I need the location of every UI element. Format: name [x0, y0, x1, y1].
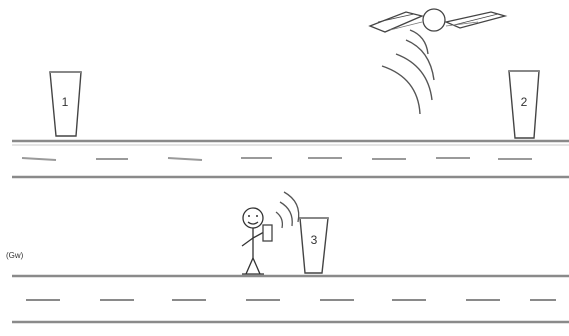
- person-leg-left: [246, 258, 253, 274]
- person-head: [243, 208, 263, 228]
- person-arm-left: [242, 238, 253, 246]
- satellite-left-panel: [370, 12, 422, 32]
- phone-icon: [263, 225, 272, 241]
- person-eye: [248, 215, 250, 217]
- signal-wave: [382, 66, 420, 114]
- bin-label-1: 1: [62, 95, 69, 109]
- road-dash: [168, 158, 202, 160]
- trash-bin-1: 1: [50, 72, 81, 136]
- bin-label-2: 2: [521, 95, 528, 109]
- bin-label-3: 3: [311, 233, 318, 247]
- satellite-icon: [370, 9, 505, 32]
- lower-road: [12, 276, 569, 322]
- person-eye: [256, 215, 258, 217]
- signal-wave: [396, 54, 432, 100]
- person-with-phone-icon: [242, 208, 272, 274]
- trash-bin-2: 2: [509, 71, 539, 138]
- person-leg-right: [253, 258, 260, 274]
- upper-road-center-dashes: [22, 158, 532, 160]
- side-label: (Gw): [6, 251, 24, 260]
- satellite-body: [423, 9, 445, 31]
- road-dash: [22, 158, 56, 160]
- signal-wave: [410, 30, 428, 54]
- trash-bin-3: 3: [300, 218, 328, 273]
- satellite-signal-waves-icon: [382, 30, 434, 114]
- upper-road: [12, 141, 569, 177]
- phone-signal-waves-icon: [276, 192, 299, 228]
- signal-wave: [406, 40, 434, 80]
- signal-wave: [276, 212, 282, 228]
